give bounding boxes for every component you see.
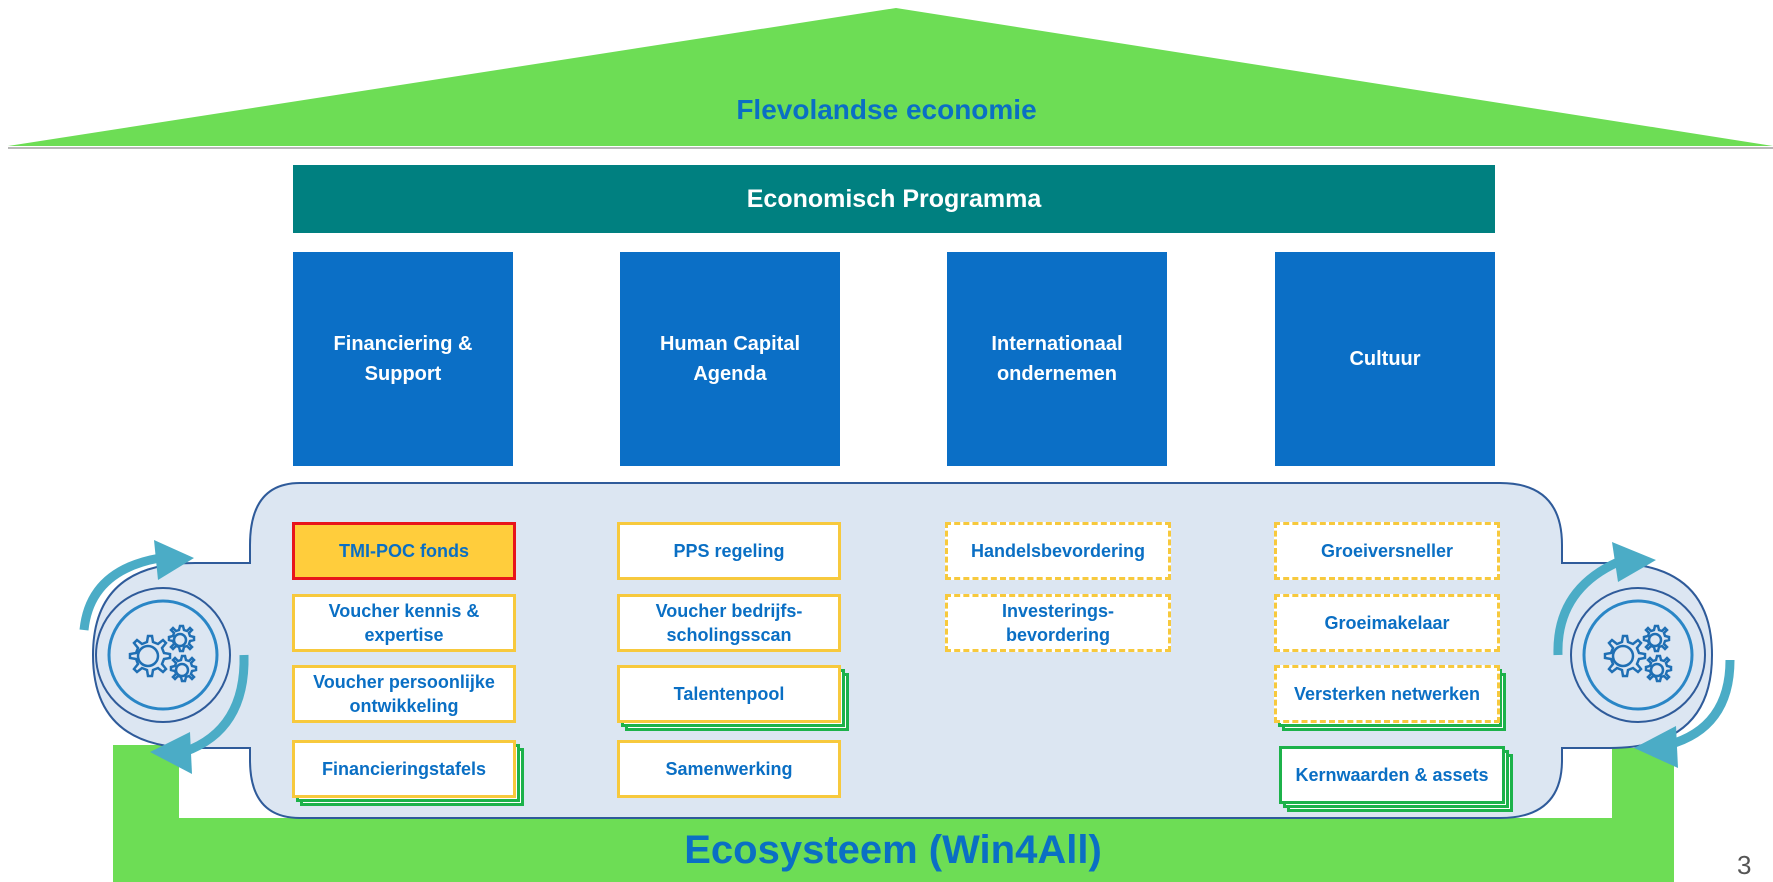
item-label: Versterken netwerken — [1274, 665, 1500, 723]
item-groeimakelaar: Groeimakelaar — [1274, 594, 1500, 652]
item-label: Voucher bedrijfs- scholingsscan — [617, 594, 841, 652]
item-label: Samenwerking — [617, 740, 841, 798]
item-talentenpool: Talentenpool — [617, 665, 849, 731]
item-label: Handelsbevordering — [945, 522, 1171, 580]
item-label: Talentenpool — [617, 665, 841, 723]
page-number: 3 — [1737, 850, 1752, 880]
gears-icon-left — [128, 624, 198, 683]
item-label: Investerings- bevordering — [945, 594, 1171, 652]
item-financieringstafels: Financieringstafels — [292, 740, 524, 806]
item-versterken-netwerken: Versterken netwerken — [1274, 665, 1506, 731]
item-pps-regeling: PPS regeling — [617, 522, 841, 580]
item-label: Voucher kennis & expertise — [292, 594, 516, 652]
item-groeiversneller: Groeiversneller — [1274, 522, 1500, 580]
item-label: TMI-POC fonds — [292, 522, 516, 580]
roof-shape — [8, 8, 1773, 149]
pillar-cultuur: Cultuur — [1275, 252, 1495, 466]
item-voucher-kennis: Voucher kennis & expertise — [292, 594, 516, 652]
cycle-arrow-icon-right — [1553, 542, 1735, 768]
item-voucher-bedrijfs: Voucher bedrijfs- scholingsscan — [617, 594, 841, 652]
base-bar — [113, 818, 1674, 882]
item-voucher-persoonlijke: Voucher persoonlijke ontwikkeling — [292, 665, 516, 723]
program-bar: Economisch Programma — [293, 165, 1495, 233]
item-label: Groeimakelaar — [1274, 594, 1500, 652]
item-label: Voucher persoonlijke ontwikkeling — [292, 665, 516, 723]
item-handelsbevordering: Handelsbevordering — [945, 522, 1171, 580]
pillar-human-capital: Human Capital Agenda — [620, 252, 840, 466]
pillar-financiering: Financiering & Support — [293, 252, 513, 466]
item-investeringsbevordering: Investerings- bevordering — [945, 594, 1171, 652]
roof-title: Flevolandse economie — [736, 94, 1037, 125]
item-tmi-poc-fonds: TMI-POC fonds — [292, 522, 516, 580]
item-label: Financieringstafels — [292, 740, 516, 798]
item-samenwerking: Samenwerking — [617, 740, 841, 798]
cycle-arrow-icon-left — [79, 540, 249, 774]
item-kernwaarden-assets: Kernwaarden & assets — [1279, 746, 1513, 812]
item-label: PPS regeling — [617, 522, 841, 580]
item-label: Groeiversneller — [1274, 522, 1500, 580]
pillar-internationaal: Internationaal ondernemen — [947, 252, 1167, 466]
gears-icon-right — [1603, 624, 1673, 683]
base-title: Ecosysteem (Win4All) — [684, 827, 1102, 872]
item-label: Kernwaarden & assets — [1279, 746, 1505, 804]
